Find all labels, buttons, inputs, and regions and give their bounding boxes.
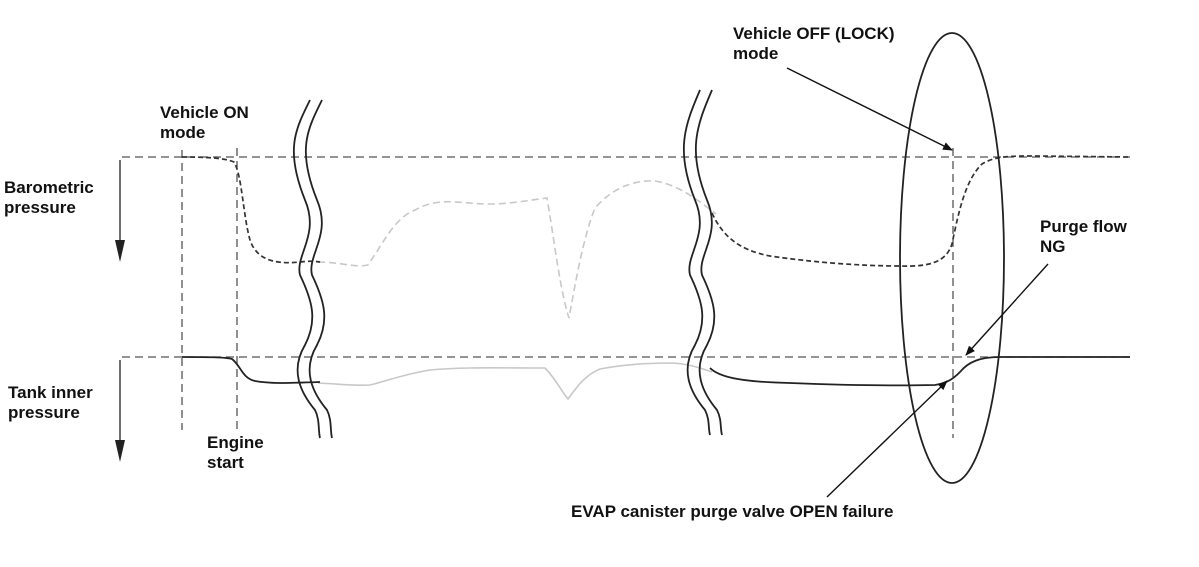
vehicle-off-callout-arrow xyxy=(786,67,953,151)
barometric-curve-right xyxy=(711,155,1131,267)
time-break-left xyxy=(292,99,333,439)
tank-curve-right xyxy=(709,356,1130,387)
barometric-axis-arrow xyxy=(115,160,125,262)
barometric-pressure-label: Barometric pressure xyxy=(4,178,94,217)
failure-highlight-ellipse xyxy=(899,32,1005,484)
tank-axis-arrow xyxy=(115,360,125,462)
time-break-right xyxy=(682,89,723,436)
engine-start-label: Engine start xyxy=(207,433,264,472)
failure-label: EVAP canister purge valve OPEN failure xyxy=(571,502,894,521)
failure-callout-arrow xyxy=(826,380,948,498)
purge-flow-callout-arrow xyxy=(965,263,1049,356)
purge-flow-ng-label: Purge flow NG xyxy=(1040,217,1127,256)
tank-curve-left xyxy=(181,356,321,384)
barometric-curve-left xyxy=(181,156,321,264)
tank-inner-pressure-label: Tank inner pressure xyxy=(8,383,93,422)
tank-faded-curve xyxy=(317,362,713,401)
barometric-faded-curve xyxy=(317,180,717,319)
vehicle-off-label: Vehicle OFF (LOCK) mode xyxy=(733,24,895,63)
vehicle-on-label: Vehicle ON mode xyxy=(160,103,249,142)
